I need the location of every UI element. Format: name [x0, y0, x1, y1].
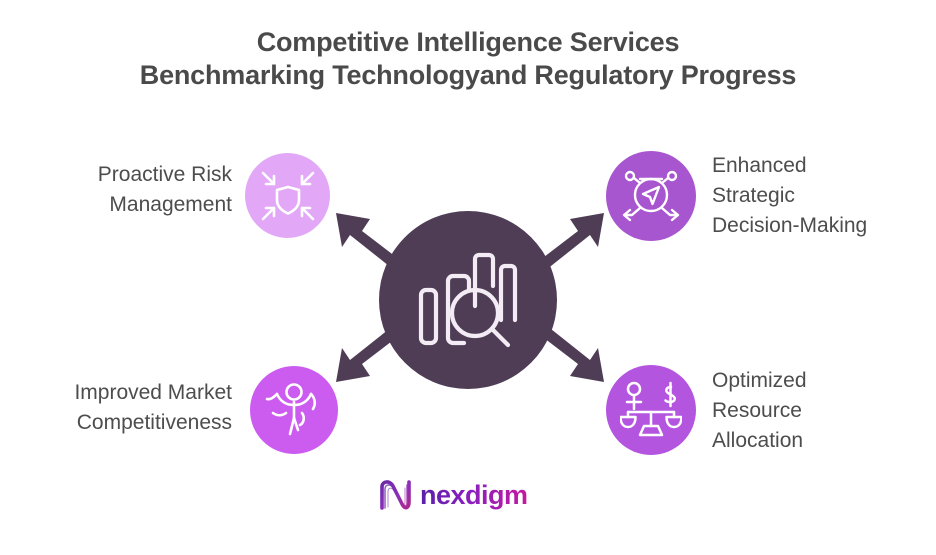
node-icon-optimized-resource-allocation[interactable] [606, 365, 696, 455]
title-line-1: Competitive Intelligence Services [256, 27, 680, 57]
hub-circle [379, 211, 557, 389]
node-icon-enhanced-strategic-decision-making[interactable] [606, 151, 696, 241]
nexdigm-logo: nexdigm [378, 474, 528, 516]
node-label-proactive-risk-management: Proactive Risk Management [97, 163, 232, 216]
nexdigm-logo-text: nexdigm [420, 479, 528, 510]
node-label-improved-market-competitiveness: Improved Market Competitiveness [74, 381, 232, 434]
balance-scale-person-dollar-icon [620, 381, 682, 437]
node-label-enhanced-strategic-decision-making: Enhanced Strategic Decision-Making [712, 154, 868, 237]
bar-chart-magnifier-icon [418, 252, 518, 347]
title-line-2: Benchmarking Technologyand Regulatory Pr… [139, 60, 797, 90]
shield-inward-arrows-icon [261, 171, 314, 220]
nexdigm-wave-n-icon [380, 480, 411, 510]
node-label-optimized-resource-allocation: Optimized Resource Allocation [712, 369, 807, 452]
celebrating-person-icon [265, 383, 317, 436]
navigation-compass-network-icon [622, 170, 680, 222]
page-title: Competitive Intelligence Services Benchm… [0, 26, 936, 92]
node-icon-improved-market-competitiveness[interactable] [250, 366, 338, 454]
node-icon-proactive-risk-management[interactable] [245, 153, 330, 238]
